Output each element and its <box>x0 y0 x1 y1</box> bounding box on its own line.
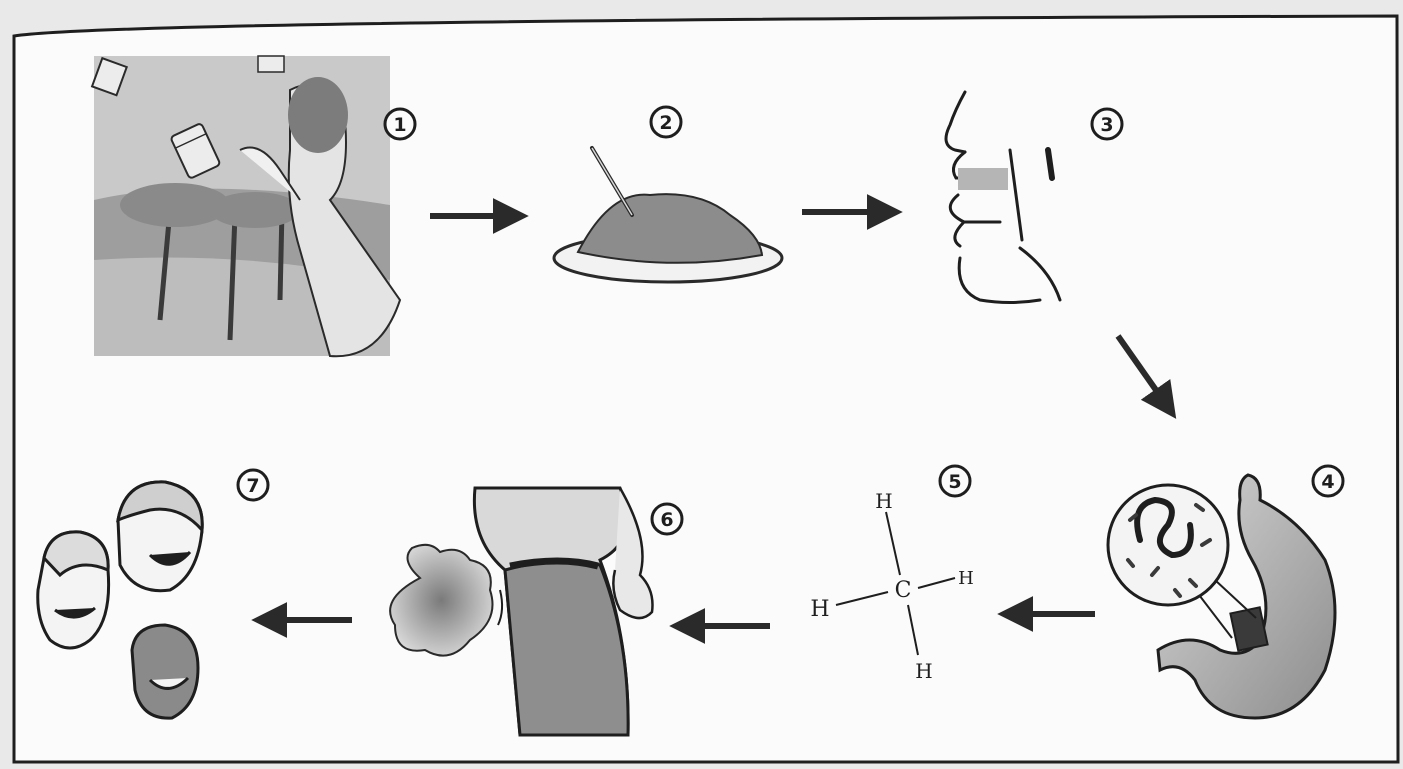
laughing-face-left <box>38 532 109 648</box>
step-1-number: 1 <box>393 114 406 136</box>
step-2-badge: 2 <box>651 107 681 137</box>
methane-carbon-label: C <box>895 578 912 603</box>
step-4-number: 4 <box>1321 471 1334 493</box>
methane-hydrogen-left-label: H <box>810 597 829 622</box>
step-2-number: 2 <box>659 112 672 134</box>
methane-hydrogen-top-label: H <box>875 489 892 513</box>
step-5-number: 5 <box>948 471 961 493</box>
step-5-badge: 5 <box>940 466 970 496</box>
methane-hydrogen-right-label: H <box>958 568 974 589</box>
methane-hydrogen-bottom-label: H <box>915 659 932 683</box>
person-eating-beans-icon <box>92 56 400 356</box>
step-7-number: 7 <box>246 475 259 497</box>
step-3-badge: 3 <box>1092 109 1122 139</box>
step-4-badge: 4 <box>1313 466 1343 496</box>
step-3-number: 3 <box>1100 114 1113 136</box>
step-7-badge: 7 <box>238 470 268 500</box>
step-6-number: 6 <box>660 509 673 531</box>
laughing-face-bottom <box>132 625 198 718</box>
step-6-badge: 6 <box>652 504 682 534</box>
step-1-badge: 1 <box>385 109 415 139</box>
